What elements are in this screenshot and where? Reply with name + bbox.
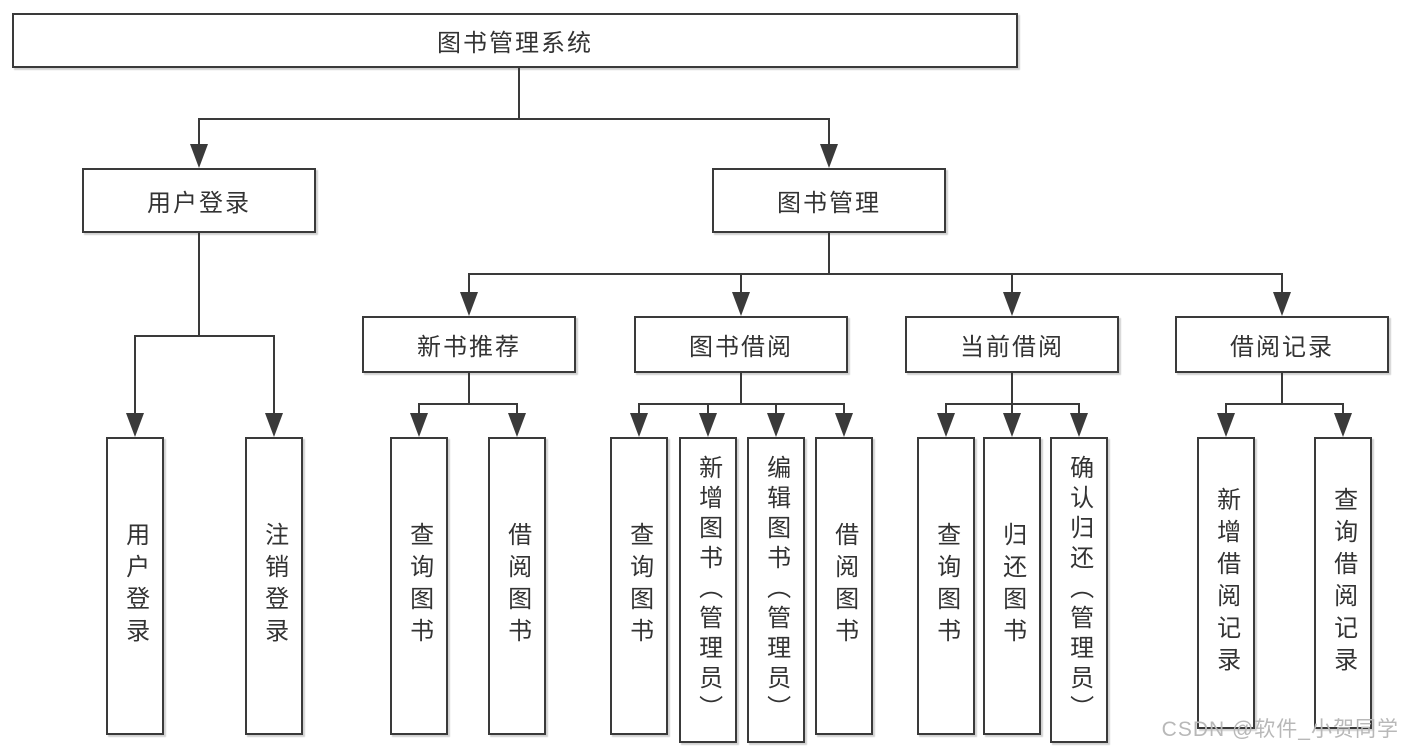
connector-borrowrecord-stem (1281, 373, 1283, 403)
node-user-login: 用户登录 (82, 168, 316, 233)
watermark: CSDN @软件_小贺同学 (1161, 718, 1399, 741)
connector-row3-stem (740, 273, 742, 296)
arrow-down-icon (1070, 413, 1088, 437)
node-borrow-record: 借阅记录 (1175, 316, 1389, 373)
leaf-label: 借阅图书 (503, 522, 531, 650)
arrow-down-icon (699, 413, 717, 437)
connector-newbookrec-stem (468, 373, 470, 403)
leaf-label: 查询图书 (405, 522, 433, 650)
node-leaf-borrow-book-2: 借阅图书 (815, 437, 873, 735)
leaf-label: 确认归还（管理员） (1065, 455, 1093, 725)
connector-row3-stem (1281, 273, 1283, 296)
arrow-down-icon (1003, 413, 1021, 437)
node-new-book-rec: 新书推荐 (362, 316, 576, 373)
node-leaf-query-book-1: 查询图书 (390, 437, 448, 735)
node-leaf-query-book-2: 查询图书 (610, 437, 668, 735)
arrow-down-icon (835, 413, 853, 437)
connector-currentborrow-stem (1011, 373, 1013, 403)
arrow-down-icon (767, 413, 785, 437)
node-book-mgmt: 图书管理 (712, 168, 946, 233)
leaf-label: 查询图书 (625, 522, 653, 650)
leaf-label: 查询借阅记录 (1329, 487, 1357, 679)
arrow-down-icon (732, 292, 750, 316)
arrow-down-icon (820, 144, 838, 168)
arrow-down-icon (410, 413, 428, 437)
arrow-down-icon (508, 413, 526, 437)
node-leaf-add-record: 新增借阅记录 (1197, 437, 1255, 729)
leaf-label: 新增图书（管理员） (694, 455, 722, 725)
node-leaf-edit-book: 编辑图书（管理员） (747, 437, 805, 743)
node-leaf-query-record: 查询借阅记录 (1314, 437, 1372, 729)
node-leaf-borrow-book-1: 借阅图书 (488, 437, 546, 735)
arrow-down-icon (190, 144, 208, 168)
connector-leaf-stem (516, 403, 518, 418)
node-current-borrow: 当前借阅 (905, 316, 1119, 373)
node-leaf-query-book-3: 查询图书 (917, 437, 975, 735)
connector-row3-stem (468, 273, 470, 296)
arrow-down-icon (937, 413, 955, 437)
connector-leaf-stem (843, 403, 845, 418)
node-leaf-user-login: 用户登录 (106, 437, 164, 735)
arrow-down-icon (1217, 413, 1235, 437)
connector-leaf-stem (1342, 403, 1344, 418)
connector-leaf-stem (418, 403, 420, 418)
connector-newbookrec-rail (418, 403, 518, 405)
connector-bookmgmt-stem (828, 233, 830, 273)
connector-userlogin-rail (134, 335, 275, 337)
arrow-down-icon (126, 413, 144, 437)
connector-leaf-stem (273, 335, 275, 418)
node-leaf-add-book: 新增图书（管理员） (679, 437, 737, 743)
connector-leaf-stem (638, 403, 640, 418)
leaf-label: 编辑图书（管理员） (762, 455, 790, 725)
arrow-down-icon (1003, 292, 1021, 316)
leaf-label: 查询图书 (932, 522, 960, 650)
leaf-label: 归还图书 (998, 522, 1026, 650)
connector-leaf-stem (707, 403, 709, 418)
arrow-down-icon (1334, 413, 1352, 437)
connector-row3-stem (1011, 273, 1013, 296)
connector-leaf-stem (1011, 403, 1013, 418)
leaf-label: 新增借阅记录 (1212, 487, 1240, 679)
leaf-label: 用户登录 (121, 522, 149, 650)
connector-root-rail (198, 118, 830, 120)
connector-root-userlogin-stem (198, 118, 200, 148)
node-leaf-return-book: 归还图书 (983, 437, 1041, 735)
arrow-down-icon (630, 413, 648, 437)
leaf-label: 借阅图书 (830, 522, 858, 650)
connector-borrowrecord-rail (1225, 403, 1344, 405)
connector-leaf-stem (134, 335, 136, 418)
node-leaf-logout: 注销登录 (245, 437, 303, 735)
node-root: 图书管理系统 (12, 13, 1018, 68)
connector-leaf-stem (945, 403, 947, 418)
connector-bookborrow-stem (740, 373, 742, 403)
connector-leaf-stem (1225, 403, 1227, 418)
connector-leaf-stem (1078, 403, 1080, 418)
connector-userlogin-stem (198, 233, 200, 335)
arrow-down-icon (460, 292, 478, 316)
arrow-down-icon (1273, 292, 1291, 316)
connector-bookborrow-rail (638, 403, 845, 405)
node-book-borrow: 图书借阅 (634, 316, 848, 373)
arrow-down-icon (265, 413, 283, 437)
connector-root-stem (518, 68, 520, 118)
connector-root-bookmgmt-stem (828, 118, 830, 148)
leaf-label: 注销登录 (260, 522, 288, 650)
connector-leaf-stem (775, 403, 777, 418)
node-leaf-confirm-return: 确认归还（管理员） (1050, 437, 1108, 743)
connector-bookmgmt-rail (468, 273, 1283, 275)
